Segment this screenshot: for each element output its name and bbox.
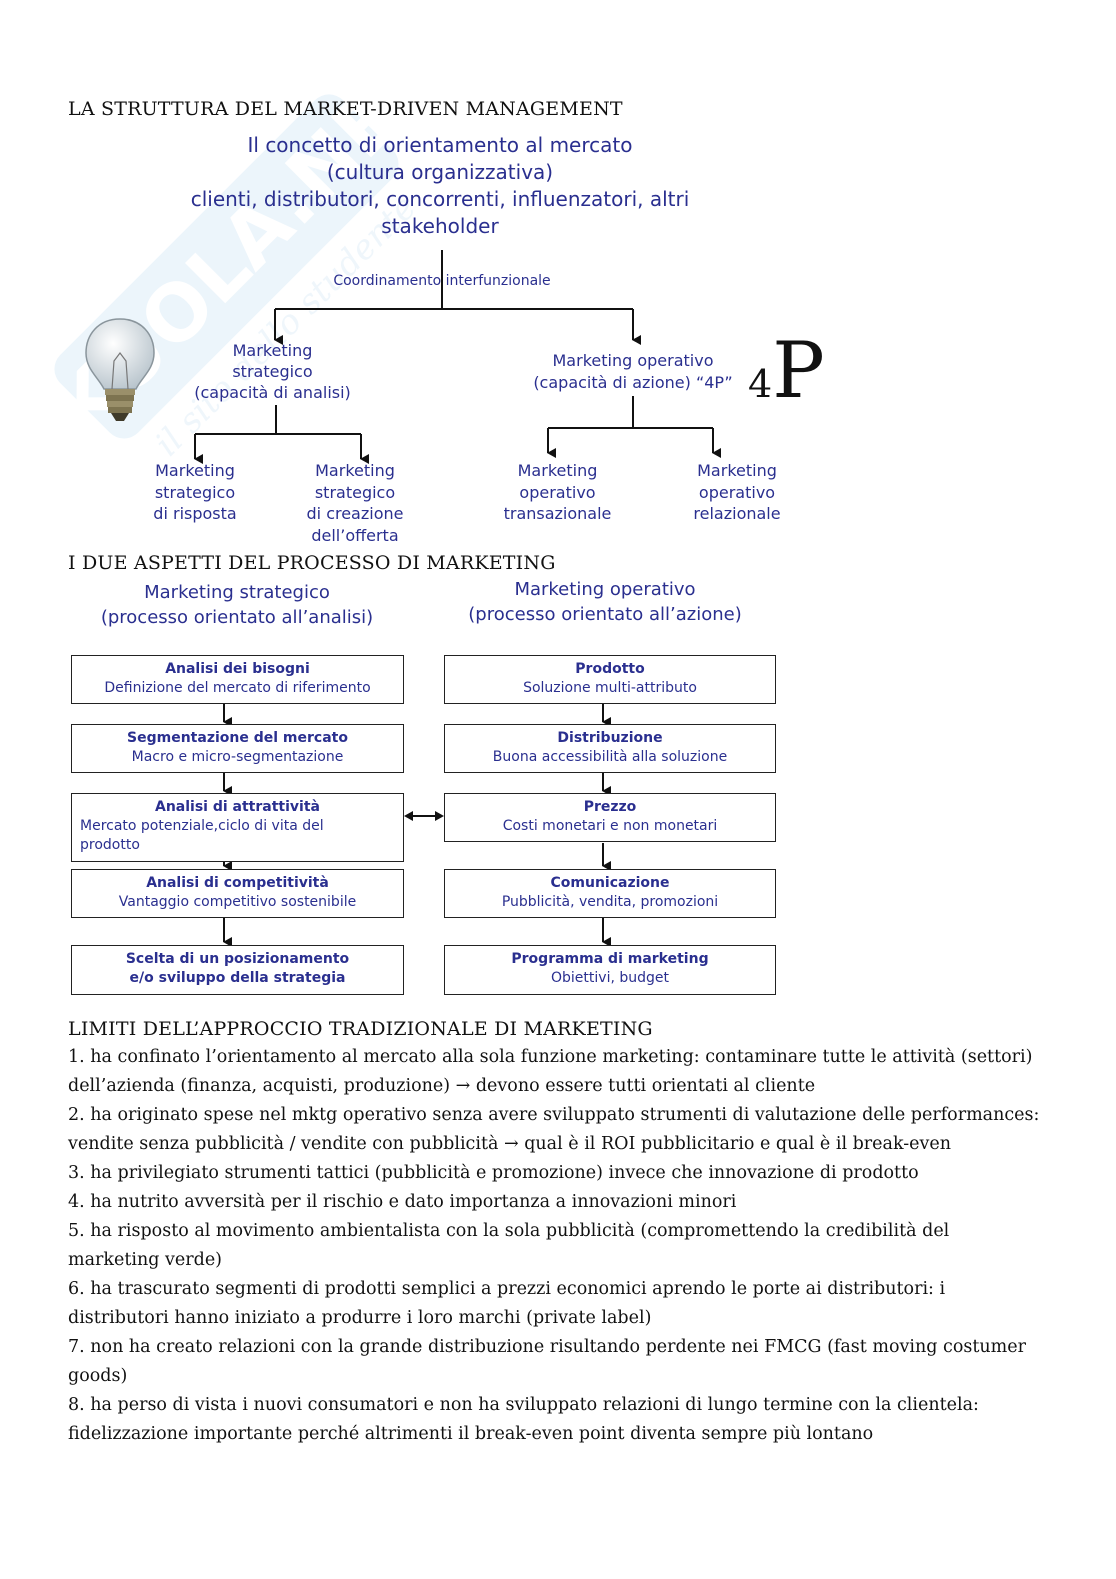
box-subtitle: Mercato potenziale,ciclo di vita del pro… <box>80 818 324 853</box>
leaf-strategic-offer-creation: Marketing strategico di creazione dell’o… <box>290 460 420 546</box>
box-title: Analisi di competitività <box>146 875 329 891</box>
box-subtitle: Costi monetari e non monetari <box>502 818 718 834</box>
list-item: 4. ha nutrito avversità per il rischio e… <box>68 1192 737 1212</box>
leaf-line: Marketing <box>315 461 395 480</box>
process-box-price: Prezzo Costi monetari e non monetari <box>444 793 776 842</box>
box-title: Prodotto <box>575 661 645 677</box>
leaf-line: relazionale <box>693 504 781 523</box>
box-subtitle: Vantaggio competitivo sostenibile <box>118 894 357 910</box>
strategic-node-line-2: strategico <box>232 362 313 381</box>
list-item: 8. ha perso di vista i nuovi consumatori… <box>68 1395 979 1444</box>
list-item: 3. ha privilegiato strumenti tattici (pu… <box>68 1163 919 1183</box>
four-p-digit: 4 <box>748 362 773 406</box>
box-title: Comunicazione <box>550 875 670 891</box>
strategic-node-line-3: (capacità di analisi) <box>194 383 351 402</box>
four-p-logo: 4P <box>748 332 825 410</box>
orientation-concept-block: Il concetto di orientamento al mercato (… <box>140 132 740 240</box>
process-box-segmentation: Segmentazione del mercato Macro e micro-… <box>71 724 404 773</box>
list-item: 1. ha confinato l’orientamento al mercat… <box>68 1047 1033 1096</box>
box-title: Distribuzione <box>557 730 663 746</box>
section-heading-process: I DUE ASPETTI DEL PROCESSO DI MARKETING <box>68 552 556 574</box>
strategic-marketing-node: Marketing strategico (capacità di analis… <box>180 340 365 403</box>
leaf-line: di risposta <box>153 504 237 523</box>
box-title: Prezzo <box>583 799 637 815</box>
strategic-node-line-1: Marketing <box>232 341 313 360</box>
process-box-needs-analysis: Analisi dei bisogni Definizione del merc… <box>71 655 404 704</box>
leaf-line: strategico <box>314 482 396 502</box>
process-box-positioning: Scelta di un posizionamento e/o sviluppo… <box>71 945 404 995</box>
process-box-distribution: Distribuzione Buona accessibilità alla s… <box>444 724 776 773</box>
leaf-line: operativo <box>519 482 596 502</box>
operative-column-subtitle: (processo orientato all’azione) <box>468 604 742 625</box>
process-box-marketing-program: Programma di marketing Obiettivi, budget <box>444 945 776 995</box>
limits-list: 1. ha confinato l’orientamento al mercat… <box>68 1043 1043 1449</box>
process-box-attractiveness: Analisi di attrattività Mercato potenzia… <box>71 793 404 862</box>
leaf-line: operativo <box>698 482 776 502</box>
process-box-communication: Comunicazione Pubblicità, vendita, promo… <box>444 869 776 918</box>
box-title: Programma di marketing <box>511 951 709 967</box>
list-item: 7. non ha creato relazioni con la grande… <box>68 1337 1026 1386</box>
leaf-line: dell’offerta <box>311 525 399 545</box>
leaf-line: transazionale <box>503 504 612 523</box>
leaf-line: Marketing <box>155 461 235 480</box>
list-item: 6. ha trascurato segmenti di prodotti se… <box>68 1279 946 1328</box>
lightbulb-icon <box>85 318 155 421</box>
concept-line-2: (cultura organizzativa) <box>326 160 554 184</box>
process-box-competitiveness: Analisi di competitività Vantaggio compe… <box>71 869 404 918</box>
concept-line-3: clienti, distributori, concorrenti, infl… <box>190 187 690 211</box>
leaf-line: strategico <box>154 482 236 502</box>
leaf-strategic-response: Marketing strategico di risposta <box>130 460 260 525</box>
process-box-product: Prodotto Soluzione multi-attributo <box>444 655 776 704</box>
list-item: 5. ha risposto al movimento ambientalist… <box>68 1221 950 1270</box>
box-subtitle: Soluzione multi-attributo <box>523 680 697 696</box>
box-subtitle: Definizione del mercato di riferimento <box>104 680 371 696</box>
leaf-line: Marketing <box>697 461 777 480</box>
section-heading-structure: LA STRUTTURA DEL MARKET-DRIVEN MANAGEMEN… <box>68 98 623 120</box>
box-subtitle: Pubblicità, vendita, promozioni <box>501 894 719 910</box>
box-title: Analisi dei bisogni <box>165 661 310 677</box>
operative-column-header: Marketing operativo (processo orientato … <box>440 577 770 627</box>
leaf-operative-relational: Marketing operativo relazionale <box>672 460 802 525</box>
leaf-operative-transactional: Marketing operativo transazionale <box>490 460 625 525</box>
box-subtitle: Macro e micro-segmentazione <box>131 749 344 765</box>
four-p-letter: P <box>772 326 825 416</box>
box-subtitle: Buona accessibilità alla soluzione <box>492 749 728 765</box>
box-subtitle: e/o sviluppo della strategia <box>129 970 346 986</box>
operative-marketing-node: Marketing operativo (capacità di azione)… <box>518 350 748 394</box>
leaf-line: Marketing <box>517 461 598 480</box>
leaf-line: di creazione <box>306 504 404 523</box>
strategic-column-subtitle: (processo orientato all’analisi) <box>100 607 374 628</box>
section-heading-limits: LIMITI DELL’APPROCCIO TRADIZIONALE DI MA… <box>68 1018 653 1040</box>
concept-line-4: stakeholder <box>381 214 499 238</box>
list-item: 2. ha originato spese nel mktg operativo… <box>68 1105 1040 1154</box>
box-title: Analisi di attrattività <box>155 799 320 815</box>
box-subtitle: Obiettivi, budget <box>551 970 669 986</box>
box-title: Segmentazione del mercato <box>127 730 348 746</box>
operative-node-line-1: Marketing operativo <box>552 351 714 370</box>
operative-column-title: Marketing operativo <box>514 579 696 600</box>
operative-node-line-2: (capacità di azione) “4P” <box>533 373 733 392</box>
box-title: Scelta di un posizionamento <box>125 951 350 967</box>
strategic-column-title: Marketing strategico <box>144 582 330 603</box>
concept-line-1: Il concetto di orientamento al mercato <box>247 133 633 157</box>
strategic-column-header: Marketing strategico (processo orientato… <box>72 580 402 630</box>
